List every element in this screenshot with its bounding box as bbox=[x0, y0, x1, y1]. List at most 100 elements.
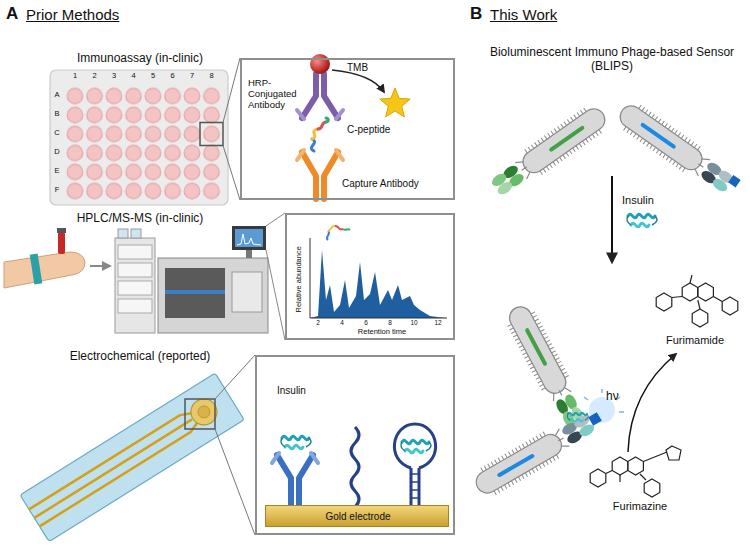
elisa-illustration-part bbox=[326, 118, 328, 122]
gold-electrode-band: Gold electrode bbox=[265, 505, 449, 527]
hplc-illustration-part bbox=[158, 258, 268, 333]
well-plate-part bbox=[65, 87, 221, 201]
luciferase-reaction-part bbox=[628, 457, 644, 475]
phage-sensor-part bbox=[567, 413, 588, 422]
hplc-illustration-part bbox=[118, 299, 152, 313]
plate-column-number: 3 bbox=[108, 72, 120, 81]
hplc-illustration-part bbox=[118, 281, 152, 295]
electrode-illustration-part bbox=[272, 453, 318, 463]
luciferase-reaction-part bbox=[692, 309, 708, 327]
hplc-illustration-part bbox=[57, 228, 66, 233]
luciferase-reaction-part bbox=[722, 297, 738, 315]
hplc-illustration-part bbox=[232, 226, 266, 250]
elisa-illustration-part bbox=[310, 54, 330, 74]
electrode-illustration-part bbox=[401, 440, 431, 452]
phage-sensor-part bbox=[488, 103, 610, 199]
analyte-label: Insulin bbox=[622, 194, 672, 207]
hplc-illustration-part bbox=[118, 263, 152, 277]
luciferase-reaction-part bbox=[590, 469, 606, 487]
photon-label: hν bbox=[606, 390, 628, 404]
analyte-label: C-peptide bbox=[347, 124, 417, 136]
phage-sensor-part-part bbox=[728, 175, 741, 188]
hplc-illustration-part bbox=[237, 234, 261, 245]
chromatogram-part bbox=[310, 250, 445, 318]
luciferase-reaction-part bbox=[628, 354, 676, 452]
method-title: Immunoassay (in-clinic) bbox=[40, 52, 240, 66]
well-plate-part bbox=[223, 146, 240, 201]
hplc-illustration-part bbox=[118, 245, 152, 259]
electrode-illustration-part bbox=[411, 474, 419, 498]
plate-column-number: 1 bbox=[69, 72, 81, 81]
plate-row-letter: E bbox=[52, 167, 62, 176]
panel-letter: B bbox=[470, 4, 490, 24]
test-strip-part bbox=[34, 419, 192, 518]
phage-sensor-part-part bbox=[643, 125, 674, 147]
chromatogram bbox=[310, 226, 447, 318]
axis-tick: 4 bbox=[334, 319, 350, 326]
luciferase-reaction-part bbox=[698, 283, 714, 301]
molecule-name: Furimazine bbox=[600, 500, 680, 513]
chromatogram-part bbox=[310, 318, 447, 319]
axis-title: Relative abundance bbox=[295, 234, 304, 324]
plate-row-letter: B bbox=[52, 110, 62, 119]
chromatogram-part bbox=[327, 231, 329, 240]
well-plate bbox=[50, 58, 240, 205]
plate-column-number: 8 bbox=[206, 72, 218, 81]
panel-heading: Prior Methods bbox=[26, 6, 166, 23]
test-strip-part bbox=[196, 404, 213, 421]
luciferase-reaction-part bbox=[666, 446, 681, 460]
electrode-illustration-part bbox=[411, 468, 419, 507]
chromatogram-part bbox=[335, 226, 343, 229]
component-label: HRP- Conjugated Antibody bbox=[248, 78, 306, 111]
molecule-name: Furimamide bbox=[655, 334, 735, 347]
phage-sensor-part bbox=[504, 302, 588, 430]
elisa-illustration-part bbox=[297, 110, 343, 119]
test-strip bbox=[20, 373, 244, 542]
chromatogram-inset: Relative abundanceRetention time bbox=[285, 213, 455, 340]
luciferase-reaction-part bbox=[606, 452, 667, 482]
elisa-illustration-part bbox=[332, 70, 384, 92]
method-title: Electrochemical (reported) bbox=[40, 350, 240, 364]
elisa-illustration-part bbox=[318, 122, 326, 129]
plate-column-number: 7 bbox=[186, 72, 198, 81]
hplc-illustration-part bbox=[131, 229, 141, 238]
axis-title: Retention time bbox=[312, 328, 452, 337]
chromatogram-part bbox=[328, 226, 335, 231]
phage-sensor-part-part bbox=[513, 103, 610, 182]
axis-tick: 10 bbox=[406, 319, 422, 326]
well-plate-part bbox=[50, 70, 228, 205]
elisa-illustration-part bbox=[302, 74, 338, 118]
plate-row-letter: D bbox=[52, 148, 62, 157]
hplc-illustration-part bbox=[115, 238, 155, 333]
axis-tick: 8 bbox=[382, 319, 398, 326]
zoom-marker-part bbox=[215, 355, 255, 399]
axis-tick: 12 bbox=[430, 319, 446, 326]
elisa-illustration-part bbox=[297, 150, 343, 160]
electrode-illustration-part bbox=[351, 427, 359, 507]
panel-letter: A bbox=[6, 4, 26, 24]
hplc-illustration-part bbox=[266, 213, 285, 226]
chromatogram-part bbox=[343, 229, 350, 230]
test-strip-part bbox=[20, 373, 244, 542]
elisa-illustration-part bbox=[380, 88, 410, 117]
luciferase-reaction-part bbox=[656, 293, 672, 311]
plate-row-letter: F bbox=[52, 186, 62, 195]
hplc-illustration bbox=[4, 213, 285, 340]
reagent-label: TMB bbox=[347, 62, 387, 74]
phage-sensor-part-part bbox=[504, 302, 574, 403]
plate-column-number: 4 bbox=[128, 72, 140, 81]
zoom-inset: InsulinGold electrode bbox=[255, 355, 455, 535]
hplc-illustration-part bbox=[246, 250, 252, 258]
elisa-illustration-part bbox=[302, 152, 338, 199]
well-plate-part bbox=[200, 123, 223, 146]
luciferase-reaction-part bbox=[644, 479, 660, 497]
plate-row-letter: A bbox=[52, 91, 62, 100]
phage-sensor-part-part bbox=[499, 456, 532, 475]
luciferase-reaction-part bbox=[682, 283, 698, 301]
zoom-marker bbox=[185, 355, 255, 535]
hplc-illustration-part bbox=[30, 254, 43, 285]
hplc-illustration-part bbox=[118, 229, 128, 238]
phage-sensor-part-part bbox=[551, 128, 582, 150]
phage-sensor-part-part bbox=[527, 330, 545, 364]
